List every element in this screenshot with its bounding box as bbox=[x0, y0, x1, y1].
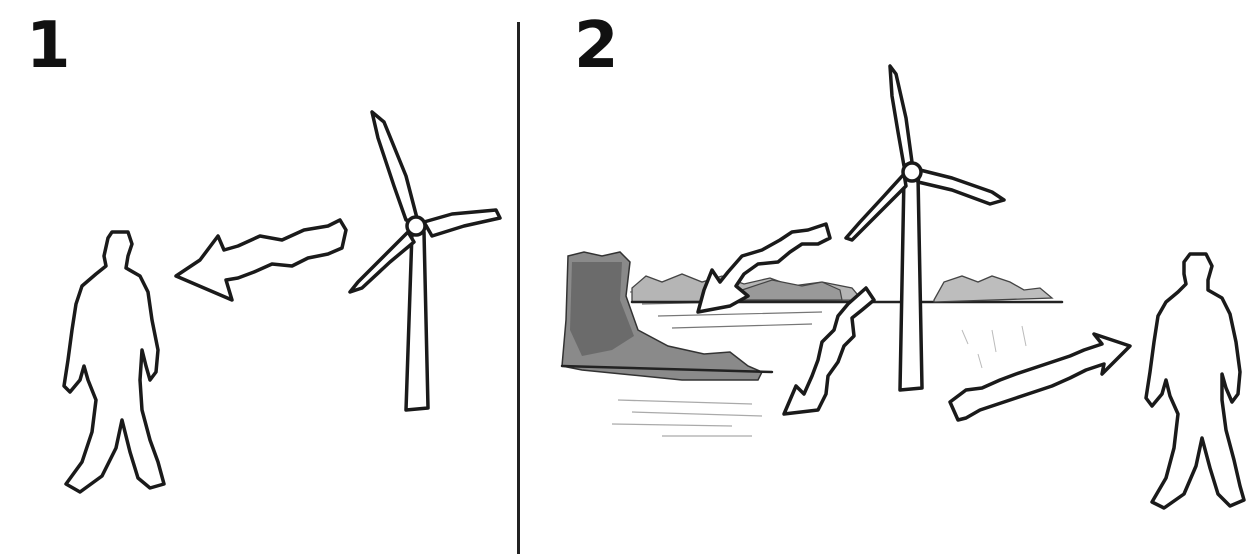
panel-2-illustration bbox=[522, 0, 1248, 554]
wind-turbine-blade-up bbox=[372, 112, 418, 222]
person-figure bbox=[1146, 254, 1244, 508]
sound-wave-arrow bbox=[950, 334, 1130, 420]
panel-1: 1 bbox=[0, 0, 518, 554]
sound-wave-arrow bbox=[176, 220, 346, 300]
person-figure bbox=[64, 232, 164, 492]
wind-turbine-blade-down bbox=[350, 232, 414, 292]
wind-turbine-hub bbox=[903, 163, 921, 181]
wind-turbine-tower bbox=[900, 176, 922, 390]
wind-turbine-tower bbox=[406, 232, 428, 410]
wind-turbine-hub bbox=[407, 217, 425, 235]
wind-turbine-blade-up bbox=[890, 66, 912, 166]
wind-turbine-blade-right bbox=[918, 170, 1004, 204]
wind-turbine-blade-right bbox=[424, 210, 500, 236]
panel-1-illustration bbox=[0, 0, 518, 554]
panel-2: 2 bbox=[522, 0, 1248, 554]
wind-turbine-blade-left bbox=[846, 174, 906, 240]
sound-wave-arrow bbox=[784, 288, 874, 414]
